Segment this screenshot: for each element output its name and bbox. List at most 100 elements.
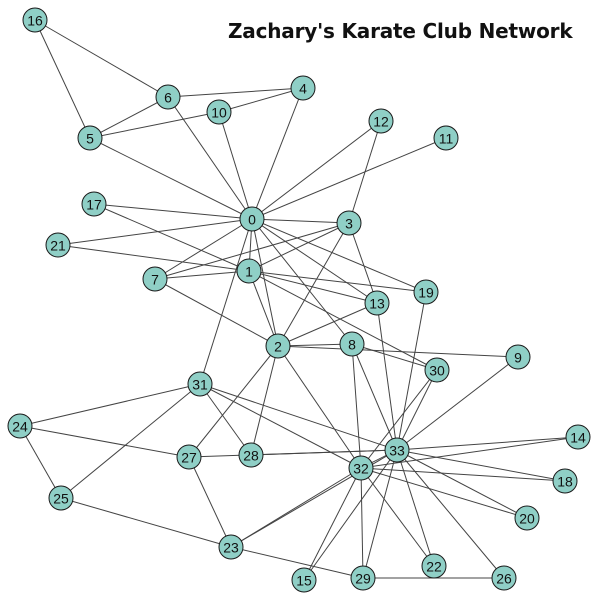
node-label: 6: [164, 90, 172, 106]
edge-33-18: [396, 449, 566, 482]
edge-8-32: [351, 343, 362, 469]
node-label: 11: [439, 131, 454, 147]
node-label: 29: [355, 571, 371, 587]
node-label: 12: [373, 114, 389, 130]
edge-3-13: [348, 222, 378, 304]
node-label: 23: [223, 540, 239, 556]
edge-32-29: [360, 467, 364, 579]
node-circle: [413, 279, 439, 305]
edge-0-3: [251, 218, 350, 224]
node-circle: [22, 7, 48, 33]
edge-33-15: [303, 449, 398, 581]
node-circle: [384, 437, 410, 463]
edge-32-18: [360, 467, 566, 482]
edge-4-0: [251, 87, 304, 220]
edge-16-6: [34, 19, 169, 98]
edge-0-7: [154, 218, 253, 280]
node-circle: [187, 371, 213, 397]
edge-2-9: [277, 345, 519, 358]
edge-30-32: [360, 369, 438, 469]
node-label: 3: [345, 216, 353, 232]
node-label: 13: [369, 296, 385, 312]
edge-1-7: [154, 270, 250, 280]
edge-1-2: [248, 270, 279, 347]
node-circle: [552, 468, 578, 494]
edge-17-0: [93, 203, 253, 220]
node-circle: [77, 125, 103, 151]
node-33: 33: [384, 437, 410, 463]
node-label: 28: [243, 448, 259, 464]
node-circle: [505, 344, 531, 370]
node-28: 28: [238, 442, 264, 468]
node-30: 30: [424, 357, 450, 383]
edge-32-22: [360, 467, 435, 567]
node-22: 22: [421, 553, 447, 579]
node-label: 20: [519, 511, 535, 527]
node-2: 2: [265, 333, 291, 359]
node-label: 1: [245, 264, 253, 280]
node-31: 31: [187, 371, 213, 397]
node-circle: [238, 442, 264, 468]
node-23: 23: [218, 534, 244, 560]
node-0: 0: [239, 206, 265, 232]
edge-33-22: [396, 449, 435, 567]
edge-10-4: [218, 87, 304, 113]
node-8: 8: [339, 331, 365, 357]
node-13: 13: [364, 290, 390, 316]
node-29: 29: [350, 565, 376, 591]
node-circle: [336, 210, 362, 236]
node-label: 18: [557, 474, 573, 490]
edge-31-24: [19, 383, 201, 427]
edge-5-10: [89, 111, 220, 139]
diagram-title: Zachary's Karate Club Network: [228, 19, 573, 43]
edge-12-0: [251, 120, 382, 220]
node-label: 10: [211, 105, 227, 121]
node-4: 4: [290, 75, 316, 101]
node-18: 18: [552, 468, 578, 494]
node-20: 20: [514, 505, 540, 531]
edge-0-19: [251, 218, 427, 293]
edge-24-27: [19, 425, 190, 458]
node-circle: [339, 331, 365, 357]
node-12: 12: [368, 108, 394, 134]
node-label: 9: [514, 350, 522, 366]
node-circle: [421, 553, 447, 579]
node-label: 7: [151, 272, 159, 288]
edge-33-14: [396, 436, 579, 451]
edge-8-30: [351, 343, 438, 371]
node-label: 24: [12, 419, 28, 435]
edge-3-7: [154, 222, 350, 280]
edge-33-20: [396, 449, 528, 519]
edge-30-33: [396, 369, 438, 451]
edge-2-28: [250, 345, 279, 456]
node-label: 16: [27, 13, 43, 29]
edge-32-20: [360, 467, 528, 519]
node-circle: [514, 505, 540, 531]
node-label: 21: [50, 238, 66, 254]
nodes-layer: 0123456789101112131415161718192021222324…: [7, 7, 591, 593]
edge-6-5: [89, 96, 169, 139]
node-label: 31: [192, 377, 208, 393]
node-25: 25: [48, 485, 74, 511]
edge-33-26: [396, 449, 505, 579]
edge-1-13: [248, 270, 378, 304]
node-label: 14: [570, 430, 586, 446]
node-6: 6: [155, 84, 181, 110]
node-26: 26: [491, 565, 517, 591]
node-label: 17: [86, 197, 102, 213]
edge-27-23: [188, 456, 232, 548]
edge-0-2: [251, 218, 279, 347]
edge-32-14: [360, 436, 579, 469]
node-circle: [290, 75, 316, 101]
node-11: 11: [433, 125, 459, 151]
node-circle: [364, 290, 390, 316]
node-circle: [48, 485, 74, 511]
edge-5-0: [89, 137, 253, 220]
node-label: 25: [53, 491, 69, 507]
node-10: 10: [206, 99, 232, 125]
node-circle: [265, 333, 291, 359]
edge-2-32: [277, 345, 362, 469]
node-19: 19: [413, 279, 439, 305]
node-14: 14: [565, 424, 591, 450]
